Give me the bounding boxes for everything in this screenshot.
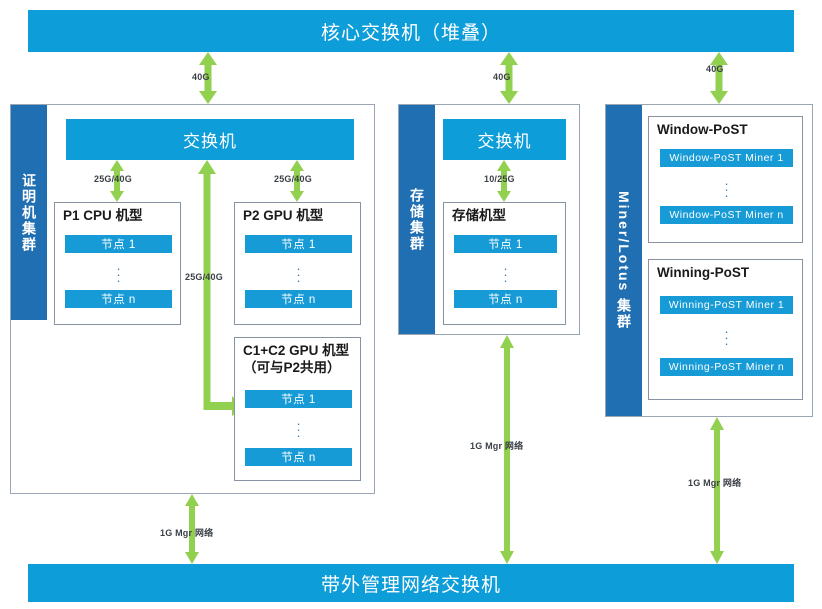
group-c1c2-gpu: C1+C2 GPU 机型 （可与P2共用） 节点 1 ··· 节点 n <box>234 337 361 481</box>
storage-switch: 交换机 <box>443 119 566 160</box>
cluster-miner-tab: Miner/Lotus 集群 <box>606 105 642 416</box>
mgmt-switch-banner: 带外管理网络交换机 <box>28 564 794 602</box>
node-chip: 节点 1 <box>245 390 352 408</box>
arrow-core-to-proof <box>197 52 219 104</box>
arrow-proof-switch-to-p2 <box>288 160 306 202</box>
ellipsis-icon: ··· <box>724 176 729 203</box>
node-chip: Winning-PoST Miner 1 <box>660 296 793 314</box>
arrow-miner-to-mgmt <box>708 417 726 564</box>
proof-switch: 交换机 <box>66 119 354 160</box>
group-storage-type-title: 存储机型 <box>452 208 506 223</box>
arrow-proof-switch-to-c1c2 <box>196 160 244 416</box>
link-label-proof-mgmt: 1G Mgr 网络 <box>160 528 214 538</box>
link-label-core-storage: 40G <box>493 72 511 82</box>
link-label-miner-mgmt: 1G Mgr 网络 <box>688 478 742 488</box>
link-label-core-miner: 40G <box>706 64 724 74</box>
node-chip: 节点 n <box>245 290 352 308</box>
node-chip: 节点 n <box>245 448 352 466</box>
node-chip: Window-PoST Miner 1 <box>660 149 793 167</box>
node-chip: 节点 n <box>454 290 557 308</box>
group-p2-gpu: P2 GPU 机型 节点 1 ··· 节点 n <box>234 202 361 325</box>
node-chip: 节点 1 <box>65 235 172 253</box>
node-chip: Winning-PoST Miner n <box>660 358 793 376</box>
arrow-core-to-miner <box>708 52 730 104</box>
node-chip: 节点 1 <box>245 235 352 253</box>
ellipsis-icon: ··· <box>724 324 729 351</box>
group-window-post: Window-PoST Window-PoST Miner 1 ··· Wind… <box>648 116 803 243</box>
link-label-proof-c1c2: 25G/40G <box>185 272 223 282</box>
group-p2-gpu-title: P2 GPU 机型 <box>243 208 324 223</box>
group-p1-cpu: P1 CPU 机型 节点 1 ··· 节点 n <box>54 202 181 325</box>
core-switch-title: 核心交换机（堆叠） <box>320 22 501 44</box>
arrow-proof-to-mgmt <box>183 494 201 564</box>
arrow-storage-to-mgmt <box>498 335 516 564</box>
link-label-storage-mgmt: 1G Mgr 网络 <box>470 441 524 451</box>
ellipsis-icon: ··· <box>116 261 121 288</box>
group-winning-post: Winning-PoST Winning-PoST Miner 1 ··· Wi… <box>648 259 803 400</box>
cluster-proof-tab: 证明机集群 <box>11 105 47 320</box>
cluster-miner-label: Miner/Lotus 集群 <box>616 190 633 331</box>
cluster-proof-label: 证明机集群 <box>21 172 38 253</box>
cluster-storage-label: 存储集群 <box>409 187 426 252</box>
core-switch-banner: 核心交换机（堆叠） <box>28 10 794 52</box>
arrow-proof-switch-to-p1 <box>108 160 126 202</box>
link-label-proof-p2: 25G/40G <box>274 174 312 184</box>
arrow-storage-switch-to-nodes <box>495 160 513 202</box>
proof-switch-label: 交换机 <box>183 132 237 151</box>
group-p1-cpu-title: P1 CPU 机型 <box>63 208 143 223</box>
node-chip: Window-PoST Miner n <box>660 206 793 224</box>
mgmt-switch-title: 带外管理网络交换机 <box>320 574 501 596</box>
node-chip: 节点 n <box>65 290 172 308</box>
group-storage-type: 存储机型 节点 1 ··· 节点 n <box>443 202 566 325</box>
storage-switch-label: 交换机 <box>477 132 532 151</box>
link-label-proof-p1: 25G/40G <box>94 174 132 184</box>
link-label-storage-nodes: 10/25G <box>484 174 515 184</box>
group-window-post-title: Window-PoST <box>657 122 748 137</box>
ellipsis-icon: ··· <box>503 261 508 288</box>
ellipsis-icon: ··· <box>296 261 301 288</box>
group-c1c2-gpu-title: C1+C2 GPU 机型 （可与P2共用） <box>243 343 350 375</box>
link-label-core-proof: 40G <box>192 72 210 82</box>
ellipsis-icon: ··· <box>296 416 301 443</box>
group-winning-post-title: Winning-PoST <box>657 265 750 280</box>
node-chip: 节点 1 <box>454 235 557 253</box>
arrow-core-to-storage <box>498 52 520 104</box>
cluster-storage-tab: 存储集群 <box>399 105 435 334</box>
